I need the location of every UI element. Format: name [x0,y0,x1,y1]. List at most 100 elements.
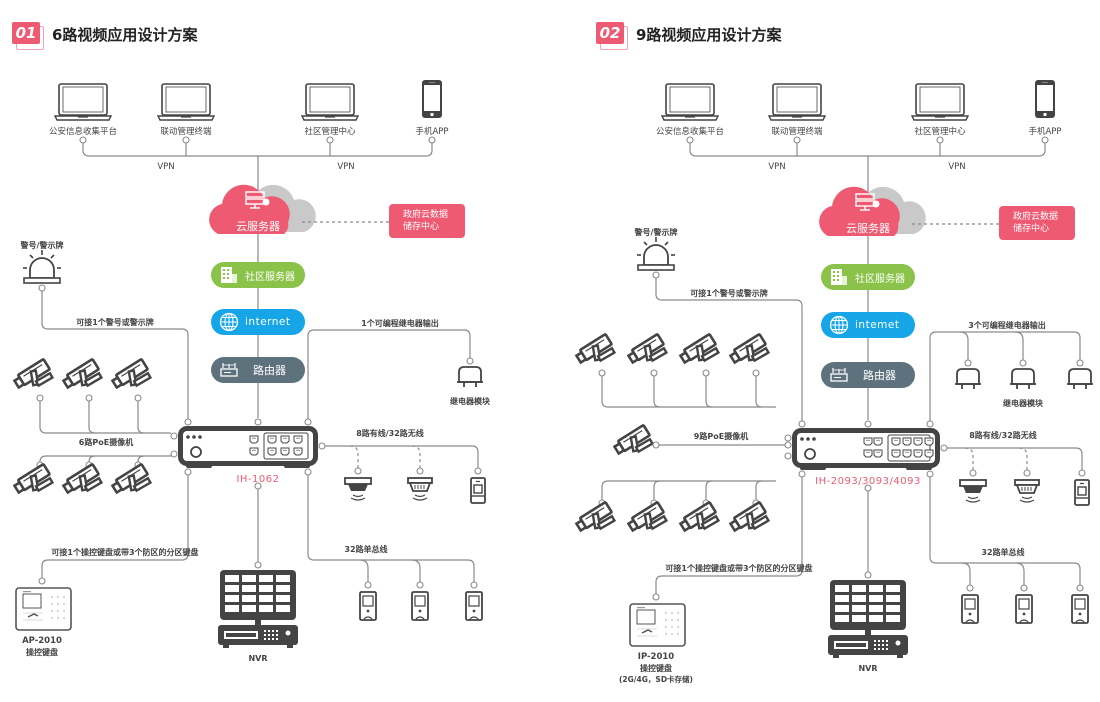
sensor-link [947,447,1083,470]
community-server-label: 社区服务器 [855,273,905,285]
gov-storage-line: 储存中心 [403,222,440,232]
server-icon [245,191,265,198]
ethernet-port-icon [902,437,912,446]
ethernet-port-icon [267,435,277,444]
nvr-icon [828,580,908,658]
relay-module-icon [954,368,982,390]
phone-icon [422,80,442,118]
internet: internet [211,309,305,335]
door-sensor-icon [465,591,483,621]
connector-node [793,136,801,144]
camera-link [705,376,713,408]
connector-node [702,369,710,377]
nvr-label: NVR [248,654,268,663]
connector-node [79,136,87,144]
building-icon [829,268,849,286]
connector-node [926,470,934,478]
ethernet-port-icon [293,447,303,456]
ethernet-port-icon [891,449,901,458]
wireless-link [964,447,974,470]
relay-module-icon [456,366,484,388]
keypad-note: (2G/4G，SD卡存储) [619,675,693,684]
server-icon [855,193,875,200]
ip-camera-icon [109,357,152,390]
connector-node [364,581,372,589]
port-group [263,432,309,460]
wireless-link [1018,447,1028,470]
camera-link [137,455,145,463]
keypad-model: AP-2010 [22,636,62,646]
keypad-link [655,477,803,594]
ip-camera-icon [11,357,54,390]
router-label: 路由器 [863,369,896,382]
connector-node [184,468,192,476]
keypad-icon [15,587,72,631]
alarm-link [41,291,189,419]
bus-link [411,559,421,582]
phone-icon [1035,80,1055,118]
top-device-label: 社区管理中心 [914,127,966,137]
top-device-label: 公安信息收集平台 [655,127,725,137]
power-button-icon [190,446,202,458]
bus-link [359,559,369,582]
vpn-label: VPN [337,162,355,172]
wireless-link [411,445,421,468]
vpn-bus [82,143,433,157]
smoke-detector-icon [344,477,372,501]
ethernet-port-icon [891,437,901,446]
ip-camera-icon [727,500,770,533]
heat-detector-icon [407,477,433,501]
laptop-icon [54,83,112,121]
router-icon [829,366,849,384]
section-badge: 01 [12,22,44,50]
ethernet-port-icon [863,437,873,446]
top-device-label: 联动管理终端 [160,127,212,137]
connector-node [650,369,658,377]
connector-node [254,561,262,569]
relay-link [1014,331,1024,360]
alarm-link [655,278,803,421]
top-device-label: 公安信息收集平台 [48,127,118,137]
camera-link [601,376,776,408]
vpn-bus [689,143,1046,157]
connector-node [170,432,178,440]
community-server: 社区服务器 [211,262,305,288]
connector-node [926,420,934,428]
top-device-label: 社区管理中心 [304,127,356,137]
internet: intemet [821,312,915,338]
top-device-label: 联动管理终端 [771,127,823,137]
relay-link [929,331,1081,421]
ip-camera-icon [625,332,668,365]
shield-icon [872,200,880,208]
connector-node [798,420,806,428]
sensor-link-label: 8路有线/32路无线 [356,429,424,438]
bus-link [1015,562,1025,585]
alarm-title: 警号/警示牌 [20,241,64,250]
host-model-label: IH-2093/3093/4093 [815,476,921,487]
gov-storage-line: 政府云数据 [403,210,449,220]
connector-node [598,369,606,377]
cloud-server-label: 云服务器 [846,222,890,235]
section-title: 9路视频应用设计方案 [636,26,782,44]
connector-node [318,442,326,450]
router-icon [219,361,239,379]
bus-link [961,562,971,585]
shield-icon [262,198,270,206]
ip-camera-icon [727,332,770,365]
connector-node [304,418,312,426]
connector-node [85,394,93,402]
camera-link [653,480,661,500]
internet-label: internet [245,316,291,328]
ethernet-port-icon [913,449,923,458]
keypad-link-label: 可接1个操控键盘或带3个防区的分区键盘 [51,548,199,557]
internet-label: intemet [855,319,900,331]
top-device-label: 手机APP [415,127,449,137]
door-sensor-icon [1015,594,1033,624]
connector-node [134,394,142,402]
keypad-name: 操控键盘 [26,648,58,657]
wireless-detector-icon [1074,479,1090,506]
connector-node [1078,469,1086,477]
relay-module-label: 继电器模块 [1003,399,1043,408]
keypad-name: 操控键盘 [640,664,672,673]
bus-link-label: 32路单总线 [344,545,388,554]
